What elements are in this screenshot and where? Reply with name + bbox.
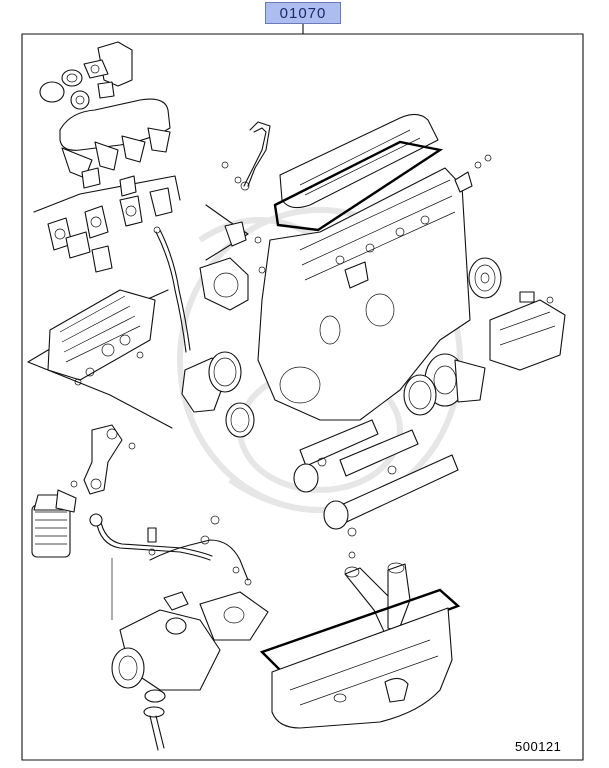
cylinder-head-cover[interactable]: [273, 113, 444, 232]
oil-pipe-assembly[interactable]: [89, 513, 252, 620]
turbo-oil-pipe[interactable]: [221, 121, 271, 191]
fuel-fittings[interactable]: [454, 154, 492, 193]
part-number-tag[interactable]: 01070: [265, 2, 341, 24]
water-inlet-fitting[interactable]: [181, 351, 255, 438]
injection-pump[interactable]: [489, 291, 566, 371]
oil-filter[interactable]: [31, 489, 77, 558]
oil-filter-bracket[interactable]: [70, 424, 136, 495]
crank-pulley[interactable]: [468, 257, 502, 299]
engine-block[interactable]: [257, 167, 471, 421]
exhaust-gaskets[interactable]: [33, 167, 181, 273]
oil-strainer[interactable]: [344, 551, 411, 641]
timing-pulley[interactable]: [403, 353, 486, 416]
thermostat-housing[interactable]: [199, 204, 266, 311]
water-pump-housing[interactable]: [111, 591, 269, 751]
oil-dipstick[interactable]: [153, 226, 191, 353]
illustration-id: 500121: [515, 739, 562, 754]
exhaust-manifold[interactable]: [39, 41, 171, 179]
oil-cooler[interactable]: [27, 289, 173, 429]
diagram-frame: [21, 33, 584, 761]
oil-pan[interactable]: [259, 588, 461, 729]
balance-shafts[interactable]: [293, 419, 459, 537]
